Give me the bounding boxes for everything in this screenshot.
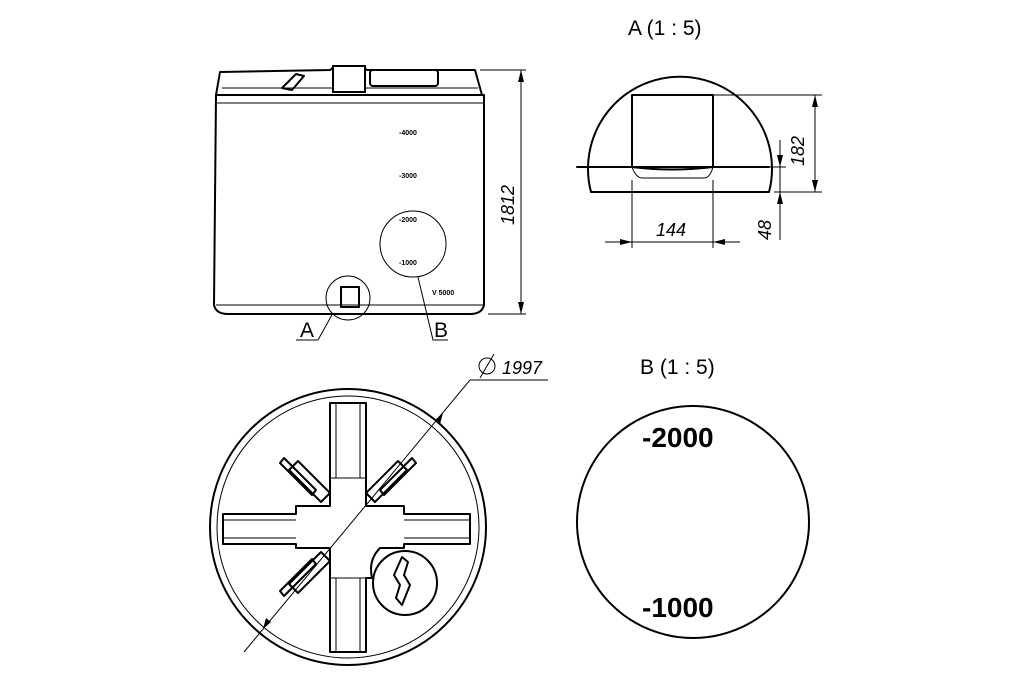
diameter-symbol-circle <box>478 357 496 375</box>
front-view: -4000 -3000 -2000 -1000 V 5000 A B 1812 <box>213 65 526 342</box>
callout-a-label: A <box>300 319 314 342</box>
diameter-dimension: 1997 <box>243 353 548 653</box>
detail-a-boundary <box>587 75 773 193</box>
scale-mark: -3000 <box>399 173 417 180</box>
detail-b-callout-circle <box>379 210 447 278</box>
scale-mark: -4000 <box>399 130 417 137</box>
tank-inner-rim <box>216 395 480 659</box>
volume-mark: V 5000 <box>432 290 454 297</box>
detail-b-mark-lower: -1000 <box>642 592 714 623</box>
callout-b-label: B <box>434 319 448 342</box>
tank-lid <box>332 65 366 93</box>
detail-b-boundary <box>576 405 810 639</box>
top-view: 1997 <box>209 353 548 666</box>
detail-a-callout-circle <box>325 275 371 321</box>
tank-body <box>213 94 485 315</box>
drain-sump <box>372 550 438 616</box>
diagonal-rib <box>365 457 417 503</box>
diagonal-rib <box>279 457 331 503</box>
height-dim-value: 1812 <box>498 185 518 225</box>
detail-b-mark-upper: -2000 <box>642 422 714 453</box>
scale-mark: -1000 <box>399 260 417 267</box>
drain-fitting <box>393 556 411 606</box>
diameter-dim-value: 1997 <box>502 358 543 378</box>
tank-outer-rim <box>209 388 487 666</box>
cross-recess <box>222 402 471 653</box>
height-dimension: 1812 <box>480 69 526 315</box>
detail-a-depth-value: 48 <box>755 220 775 240</box>
detail-a-fitting <box>631 94 714 171</box>
detail-b: B (1 : 5) -2000 -1000 <box>576 356 810 639</box>
outlet-fitting <box>340 286 360 308</box>
detail-a-width-value: 144 <box>656 220 686 240</box>
detail-a-title: A (1 : 5) <box>628 17 702 40</box>
detail-a: A (1 : 5) 144 182 48 <box>576 17 822 248</box>
tank-lid-handle <box>369 69 439 87</box>
scale-mark: -2000 <box>399 217 417 224</box>
detail-b-title: B (1 : 5) <box>640 356 715 379</box>
detail-a-height-value: 182 <box>788 136 808 166</box>
diagonal-rib <box>279 551 331 597</box>
